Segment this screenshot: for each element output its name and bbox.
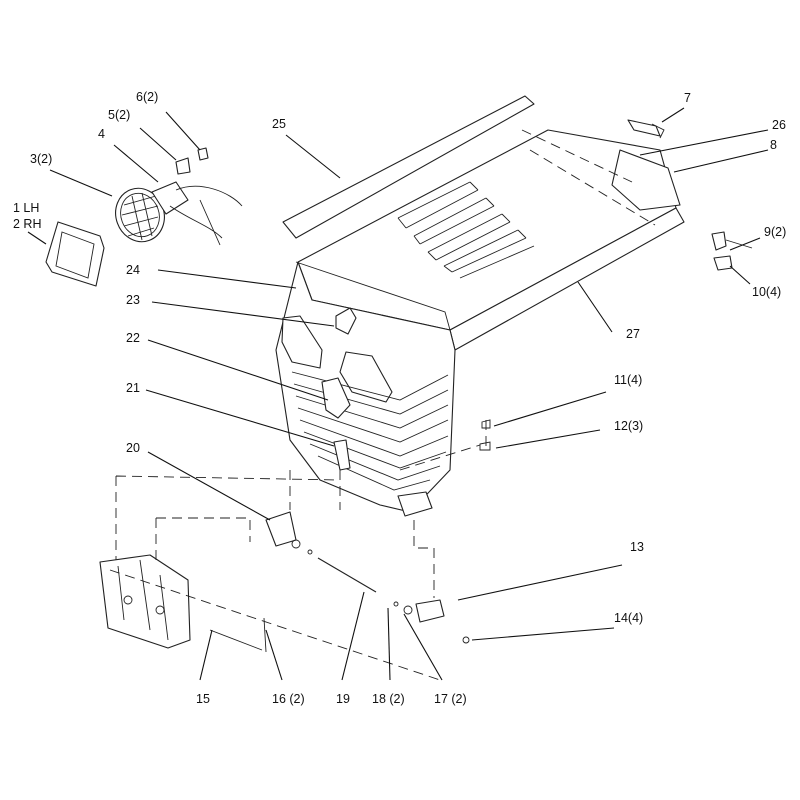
callout-15: 15 <box>196 692 210 706</box>
callout-11: 11(4) <box>614 373 642 387</box>
callout-21: 21 <box>126 381 140 395</box>
handle-part <box>627 119 665 139</box>
callout-27: 27 <box>626 327 640 341</box>
callout-3: 3(2) <box>30 152 52 166</box>
callout-5: 5(2) <box>108 108 130 122</box>
callout-1: 1 LH <box>13 201 39 215</box>
callout-7: 7 <box>684 91 691 105</box>
callout-20: 20 <box>126 441 140 455</box>
callout-18: 18 (2) <box>372 692 405 706</box>
callout-14: 14(4) <box>614 611 643 625</box>
trim-strip-part <box>282 95 535 239</box>
callout-2: 2 RH <box>13 217 41 231</box>
headlight-assembly <box>115 147 243 246</box>
hood-vent-slots <box>397 181 535 279</box>
callout-23: 23 <box>126 293 140 307</box>
leader-lines <box>27 107 769 681</box>
front-bracket-part <box>99 554 267 653</box>
callout-8: 8 <box>770 138 777 152</box>
callout-labels: 1 LH 2 RH 3(2) 4 5(2) 6(2) 7 8 9(2) 10(4… <box>13 90 786 706</box>
callout-4: 4 <box>98 127 105 141</box>
callout-6: 6(2) <box>136 90 158 104</box>
callout-12: 12(3) <box>614 419 643 433</box>
lens-bezel-part <box>45 221 105 287</box>
callout-9: 9(2) <box>764 225 786 239</box>
callout-10: 10(4) <box>752 285 781 299</box>
hinge-hardware <box>711 231 753 271</box>
callout-22: 22 <box>126 331 140 345</box>
callout-26: 26 <box>772 118 786 132</box>
shaft-assembly <box>265 439 470 644</box>
reference-lines <box>109 419 491 681</box>
callout-13: 13 <box>630 540 644 554</box>
callout-25: 25 <box>272 117 286 131</box>
callout-24: 24 <box>126 263 140 277</box>
callout-19: 19 <box>336 692 350 706</box>
callout-17: 17 (2) <box>434 692 467 706</box>
callout-16: 16 (2) <box>272 692 305 706</box>
